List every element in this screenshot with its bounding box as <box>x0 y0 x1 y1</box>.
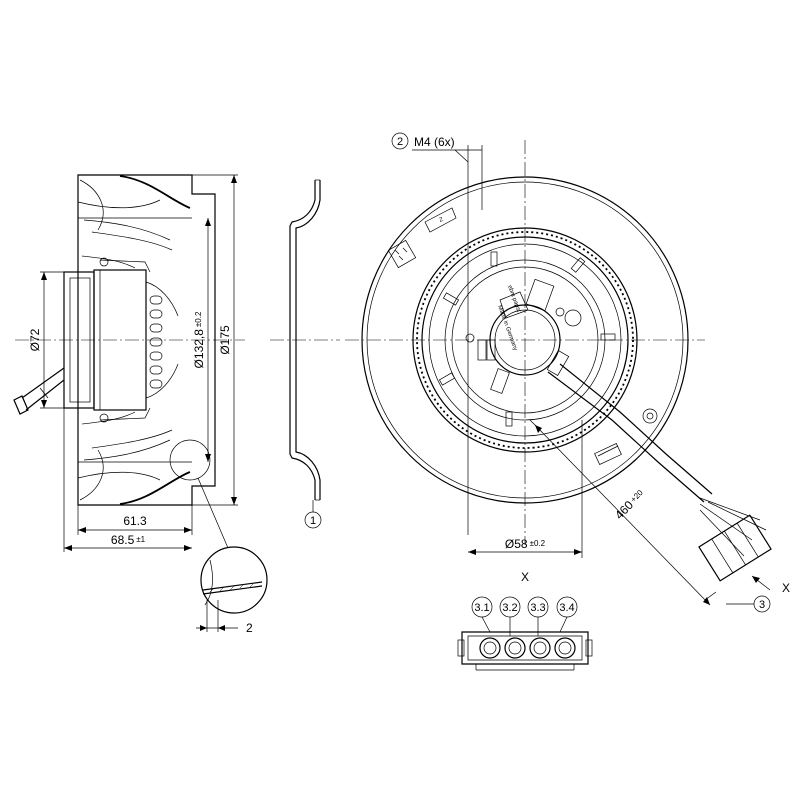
svg-text:460+20: 460+20 <box>612 486 647 522</box>
svg-text:68.5±1: 68.5±1 <box>111 533 146 547</box>
dim-68-5: 68.5 <box>111 533 135 547</box>
dim-d58-tol: ±0.2 <box>530 539 546 548</box>
pin-label-3-4: 3.4 <box>556 596 578 633</box>
svg-text:3.4: 3.4 <box>559 602 574 614</box>
thread-label: M4 (6x) <box>414 135 455 149</box>
cable <box>547 363 772 582</box>
pin-label-3-3: 3.3 <box>527 596 549 636</box>
detail-view: 2 <box>196 546 268 635</box>
dim-thk-2: 2 <box>246 621 253 635</box>
pin-label-3-1: 3.1 <box>471 596 493 633</box>
pin-label-3-2: 3.2 <box>499 596 521 636</box>
dim-61-3: 61.3 <box>123 514 147 528</box>
dim-68-5-tol: ±1 <box>136 535 145 544</box>
front-view: Z ebm papst Made in Germany 2 M4 (6x) Ø5… <box>345 132 790 613</box>
svg-text:3.2: 3.2 <box>502 602 517 614</box>
rotor-label-a: Z <box>439 217 445 224</box>
side-view: Ø72 Ø132,8 ±0.2 Ø175 61.3 68.5±1 <box>13 174 245 552</box>
connector-pin-3-4 <box>554 637 576 659</box>
dim-d72: Ø72 <box>28 328 42 351</box>
view-arrow-label: X <box>782 581 790 595</box>
connector-view-title: X <box>521 570 529 584</box>
svg-text:3.1: 3.1 <box>474 602 489 614</box>
callout-1: 1 <box>310 515 316 527</box>
dim-d132-tol: ±0.2 <box>194 311 203 327</box>
connector-pin-3-1 <box>479 637 501 659</box>
inlet-ring-view: 1 <box>270 179 340 529</box>
callout-2: 2 <box>397 136 403 148</box>
rotor-fins <box>145 281 179 399</box>
svg-text:3.3: 3.3 <box>530 602 545 614</box>
dim-d58: Ø58 <box>505 537 528 551</box>
connector-pin-3-2 <box>504 637 526 659</box>
dim-d132: Ø132,8 <box>192 329 206 369</box>
connector-pin-3-3 <box>529 637 551 659</box>
connector-view: X 3.1 3.2 3.3 3.4 <box>457 570 593 671</box>
svg-text:Ø58±0.2: Ø58±0.2 <box>505 537 546 551</box>
dim-d175: Ø175 <box>218 325 232 355</box>
callout-3: 3 <box>759 599 765 611</box>
dim-cable-tol: +20 <box>629 488 645 504</box>
svg-text:Ø132,8±0.2: Ø132,8 ±0.2 <box>192 311 206 368</box>
